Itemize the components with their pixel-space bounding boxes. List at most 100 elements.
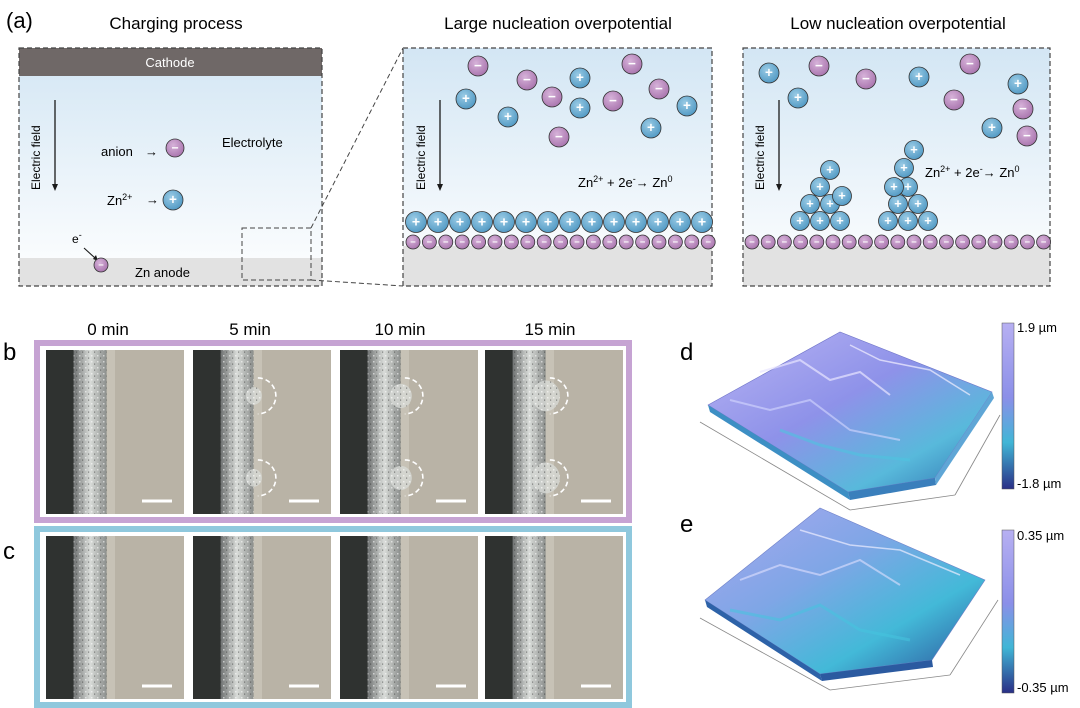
zn-cation-icon: + <box>449 211 471 233</box>
time-label-1: 5 min <box>229 320 271 339</box>
svg-text:+: + <box>647 120 655 135</box>
svg-text:+: + <box>478 214 486 230</box>
low-frame <box>742 47 1051 287</box>
svg-text:−: − <box>944 237 950 248</box>
svg-text:+: + <box>924 213 931 228</box>
svg-text:+: + <box>765 65 773 80</box>
anion-arrow: → <box>145 144 158 159</box>
zn-cation-icon: + <box>569 97 591 119</box>
svg-text:−: − <box>656 237 662 248</box>
micrograph <box>193 350 331 514</box>
svg-text:+: + <box>566 214 574 230</box>
zn-cation-icon: + <box>884 177 904 197</box>
zn-cation-icon: + <box>904 140 924 160</box>
zoom-line-top <box>310 47 404 229</box>
large-ions: −−+−+−+−−++−+−−−−−−−−−−−−−−−−−−−++++++++… <box>405 53 716 250</box>
zn-cation-icon: + <box>820 160 840 180</box>
anion-icon: − <box>618 234 634 250</box>
anion-icon: − <box>809 234 825 250</box>
svg-text:+: + <box>576 70 584 85</box>
svg-text:−: − <box>673 237 679 248</box>
anion-icon: − <box>1020 234 1035 250</box>
anion-icon: − <box>955 234 970 250</box>
anion-icon: − <box>760 234 776 250</box>
zn-cation-icon: + <box>603 211 625 233</box>
svg-text:−: − <box>798 237 804 248</box>
zn-cation-icon: + <box>810 177 830 197</box>
large-anode <box>403 246 712 286</box>
svg-text:+: + <box>544 214 552 230</box>
anion-icon: − <box>858 234 873 250</box>
panel-d-scale-min: -1.8 µm <box>1017 476 1061 491</box>
large-title: Large nucleation overpotential <box>444 14 672 33</box>
zn-cation-icon: + <box>640 117 662 139</box>
anion-icon: − <box>454 234 470 250</box>
low-title: Low nucleation overpotential <box>790 14 1005 33</box>
electron-arrow <box>83 247 96 259</box>
svg-text:−: − <box>976 237 982 248</box>
zoom-line-bottom <box>310 279 404 287</box>
anion-icon: − <box>959 53 981 75</box>
svg-text:−: − <box>1008 237 1014 248</box>
svg-text:−: − <box>950 92 958 107</box>
time-label-3: 15 min <box>524 320 575 339</box>
zn-cation-icon: + <box>918 211 938 231</box>
zn-cation-icon: + <box>676 95 698 117</box>
low-equation: Zn2+ + 2e-→ Zn0 <box>925 164 1020 180</box>
zn-cation-icon: + <box>790 211 810 231</box>
svg-text:+: + <box>894 196 901 211</box>
micrograph <box>46 350 184 514</box>
anion-icon: − <box>602 90 624 112</box>
zn-cation-icon: + <box>625 211 647 233</box>
panel-e-scale-min: -0.35 µm <box>1017 680 1069 695</box>
anion-icon: − <box>520 234 536 250</box>
zn-cation-icon: + <box>830 211 850 231</box>
zn-cation-icon: + <box>427 211 449 233</box>
svg-text:−: − <box>895 237 901 248</box>
zn-anode <box>19 258 322 286</box>
zn-cation-icon: + <box>787 87 809 109</box>
svg-text:−: − <box>1023 128 1031 143</box>
zn-cation-icon: + <box>405 211 427 233</box>
zn-cation-icon: + <box>908 194 928 214</box>
anion-icon: − <box>548 126 570 148</box>
zn-cation-icon: + <box>758 62 780 84</box>
svg-text:+: + <box>816 213 823 228</box>
large-frame <box>402 47 713 287</box>
anion-icon: − <box>1016 125 1038 147</box>
svg-text:+: + <box>836 213 843 228</box>
zn-cation-icon: + <box>888 194 908 214</box>
svg-text:+: + <box>904 179 911 194</box>
svg-text:−: − <box>525 237 531 248</box>
anion-icon: − <box>421 234 437 250</box>
svg-text:−: − <box>492 237 498 248</box>
panel-e-label: e <box>680 511 693 538</box>
charging-title: Charging process <box>109 14 242 33</box>
anion-icon: − <box>939 234 954 250</box>
svg-text:−: − <box>410 237 416 248</box>
anion-icon: − <box>438 234 454 250</box>
svg-text:+: + <box>576 100 584 115</box>
svg-text:−: − <box>443 237 449 248</box>
anion-icon: − <box>808 55 830 77</box>
svg-text:−: − <box>927 237 933 248</box>
zn-cation-icon: + <box>559 211 581 233</box>
time-label-2: 10 min <box>374 320 425 339</box>
zn-cation-icon: + <box>493 211 515 233</box>
zn-cation-icon: + <box>878 211 898 231</box>
anion-icon: − <box>668 234 683 250</box>
cathode <box>19 48 322 76</box>
svg-text:−: − <box>814 237 820 248</box>
zn-cation-icon: + <box>669 211 691 233</box>
svg-text:+: + <box>588 214 596 230</box>
svg-text:−: − <box>749 237 755 248</box>
svg-text:−: − <box>830 237 836 248</box>
anion-icon: − <box>922 234 938 250</box>
zn-cation-icon: + <box>981 117 1003 139</box>
svg-text:+: + <box>806 196 813 211</box>
anion-icon: − <box>793 234 808 250</box>
svg-text:+: + <box>610 214 618 230</box>
anion-icon: − <box>700 234 716 250</box>
svg-text:−: − <box>846 237 852 248</box>
zn-cation-icon: + <box>810 211 830 231</box>
